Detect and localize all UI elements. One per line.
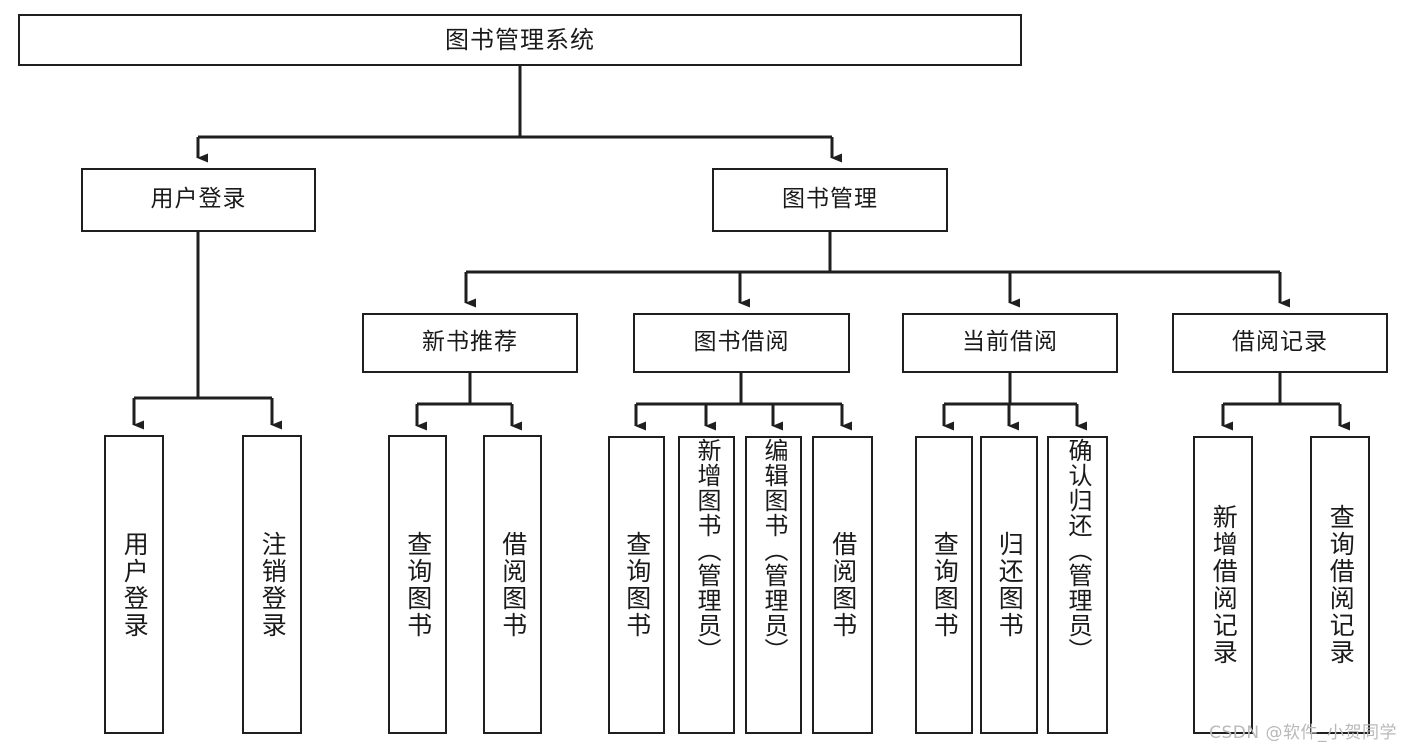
node-current-borrowing[interactable]: 当前借阅 xyxy=(902,313,1118,373)
node-label: 借阅记录 xyxy=(1232,329,1328,356)
node-new-book-recommendation[interactable]: 新书推荐 xyxy=(362,313,578,373)
leaf-user-login[interactable]: 用户登录 xyxy=(104,435,164,734)
leaf-query-borrow-record[interactable]: 查询借阅记录 xyxy=(1310,436,1370,734)
node-label: 图书管理系统 xyxy=(445,25,595,54)
leaf-add-borrow-record[interactable]: 新增借阅记录 xyxy=(1193,436,1253,734)
node-borrow-records[interactable]: 借阅记录 xyxy=(1172,313,1388,373)
leaf-query-books-new[interactable]: 查询图书 xyxy=(388,435,447,734)
node-label: 编辑图书（管理员） xyxy=(759,438,788,663)
node-label: 查询借阅记录 xyxy=(1326,504,1356,666)
leaf-borrow-books[interactable]: 借阅图书 xyxy=(812,436,873,734)
node-label: 图书借阅 xyxy=(693,329,790,356)
node-label: 借阅图书 xyxy=(498,530,528,639)
leaf-logout[interactable]: 注销登录 xyxy=(242,435,302,734)
node-label: 用户登录 xyxy=(150,186,247,213)
node-label: 借阅图书 xyxy=(828,531,858,639)
node-label: 注销登录 xyxy=(258,530,288,639)
leaf-confirm-return-admin[interactable]: 确认归还（管理员） xyxy=(1047,436,1108,734)
node-root-book-management-system[interactable]: 图书管理系统 xyxy=(18,14,1022,66)
node-label: 新增图书（管理员） xyxy=(692,438,721,663)
watermark: CSDN @软件_小贺同学 xyxy=(1209,723,1397,743)
node-label: 查询图书 xyxy=(622,531,652,639)
node-label: 当前借阅 xyxy=(962,329,1058,356)
node-label: 查询图书 xyxy=(403,530,433,639)
leaf-return-books[interactable]: 归还图书 xyxy=(980,436,1038,734)
node-label: 新增借阅记录 xyxy=(1209,504,1239,666)
node-label: 新书推荐 xyxy=(422,329,518,356)
leaf-edit-book-admin[interactable]: 编辑图书（管理员） xyxy=(745,436,802,734)
node-label: 查询图书 xyxy=(930,531,960,639)
node-label: 归还图书 xyxy=(995,531,1025,639)
node-book-management[interactable]: 图书管理 xyxy=(712,168,948,232)
leaf-add-book-admin[interactable]: 新增图书（管理员） xyxy=(678,436,735,734)
node-label: 图书管理 xyxy=(782,186,878,213)
node-label: 确认归还（管理员） xyxy=(1063,438,1092,663)
leaf-query-books-borrow[interactable]: 查询图书 xyxy=(608,436,665,734)
node-user-login[interactable]: 用户登录 xyxy=(81,168,316,232)
node-label: 用户登录 xyxy=(120,530,150,639)
leaf-query-books-current[interactable]: 查询图书 xyxy=(915,436,973,734)
leaf-borrow-books-new[interactable]: 借阅图书 xyxy=(483,435,542,734)
node-book-borrowing[interactable]: 图书借阅 xyxy=(633,313,850,373)
